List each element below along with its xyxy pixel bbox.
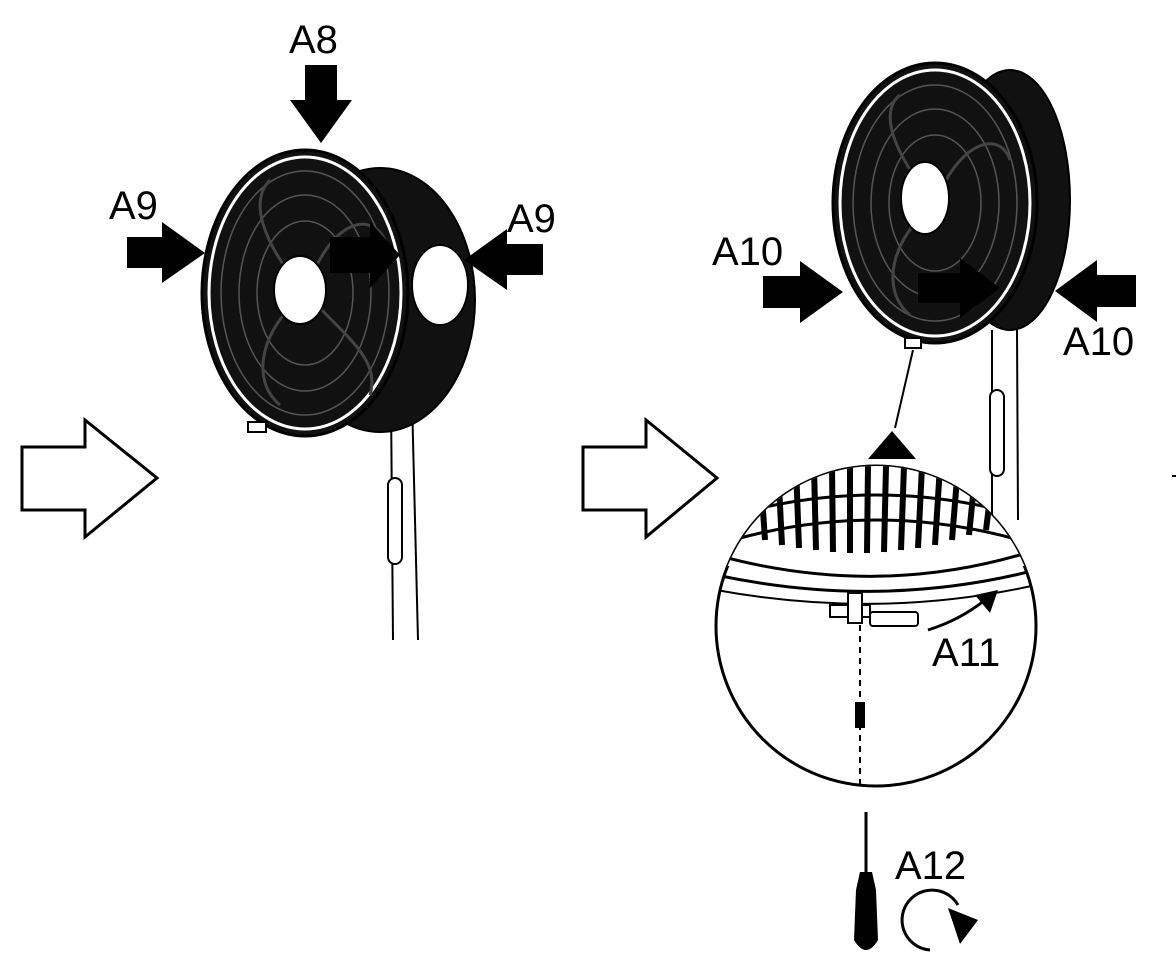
press-arrow-icon: [1055, 260, 1136, 322]
label-a8: A8: [289, 18, 338, 62]
detail-magnifier: [714, 464, 1038, 788]
step-arrow-icon: [581, 416, 720, 541]
press-arrow-icon: [763, 261, 843, 323]
detail-leader-line: [894, 349, 914, 429]
press-arrow-icon: [464, 229, 543, 290]
label-a9-right: A9: [507, 197, 556, 241]
label-a10-right: A10: [1063, 320, 1135, 364]
label-a12: A12: [895, 844, 967, 888]
label-a10-left: A10: [712, 230, 784, 274]
fan-head-step-1: [200, 148, 476, 641]
step-arrow-icon: [20, 416, 160, 541]
fan-head-step-2: [831, 61, 1071, 521]
press-arrow-icon: [290, 65, 352, 143]
label-a9-left: A9: [109, 184, 158, 228]
screwdriver-icon: [854, 812, 878, 950]
label-a11: A11: [932, 631, 1001, 675]
press-arrow-icon: [127, 222, 205, 283]
rotate-clockwise-icon: [900, 888, 978, 952]
detail-pointer-icon: [868, 431, 916, 459]
